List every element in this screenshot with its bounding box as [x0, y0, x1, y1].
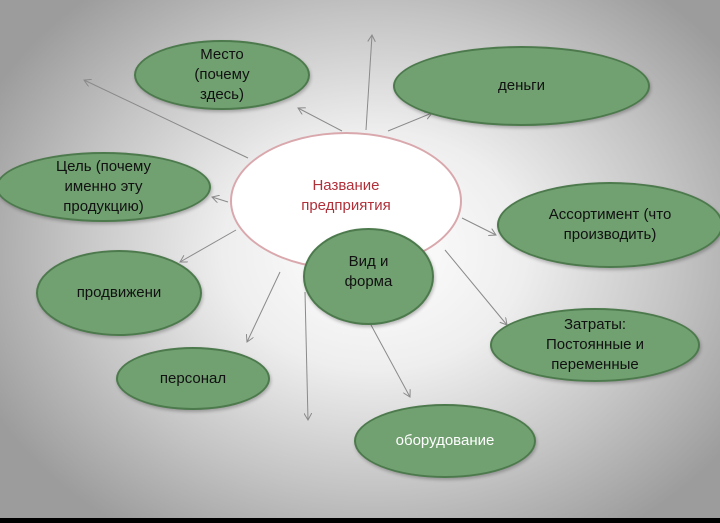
node-label: Ассортимент (что производить) — [548, 206, 672, 243]
node-label: персонал — [159, 369, 227, 387]
arrow-to-costs — [444, 249, 507, 325]
arrow-down — [305, 291, 308, 420]
arrow-to-promotion — [180, 229, 237, 262]
node-place: Место (почему здесь) — [134, 40, 310, 110]
arrow-to-assortment — [461, 217, 496, 235]
node-label: Цель (почему именно эту продукцию) — [56, 158, 151, 215]
arrow-to-staff — [247, 271, 281, 342]
arrow-to-money — [387, 113, 432, 132]
node-promotion: продвижени — [36, 250, 202, 336]
arrow-to-goal — [212, 197, 229, 202]
center-label: Название предприятия — [301, 177, 391, 214]
node-label: Затраты: Постоянные и переменные — [545, 316, 645, 373]
node-type-form: Вид и форма — [303, 228, 434, 325]
node-staff: персонал — [116, 347, 270, 410]
node-label: Место (почему здесь) — [194, 46, 250, 103]
node-label: Вид и форма — [344, 252, 393, 290]
node-equipment: оборудование — [354, 404, 536, 478]
arrow-up — [365, 35, 372, 131]
arrow-to-place — [298, 108, 343, 132]
node-label: деньги — [497, 77, 546, 94]
node-label: продвижени — [76, 284, 162, 301]
node-money: деньги — [393, 46, 650, 126]
node-assortment: Ассортимент (что производить) — [497, 182, 720, 268]
node-costs: Затраты: Постоянные и переменные — [490, 308, 700, 382]
arrow-upper-left — [84, 80, 249, 159]
arrow-to-equipment — [370, 324, 410, 397]
node-goal: Цель (почему именно эту продукцию) — [0, 152, 211, 222]
bottom-bar — [0, 518, 720, 523]
node-label: оборудование — [395, 432, 495, 449]
